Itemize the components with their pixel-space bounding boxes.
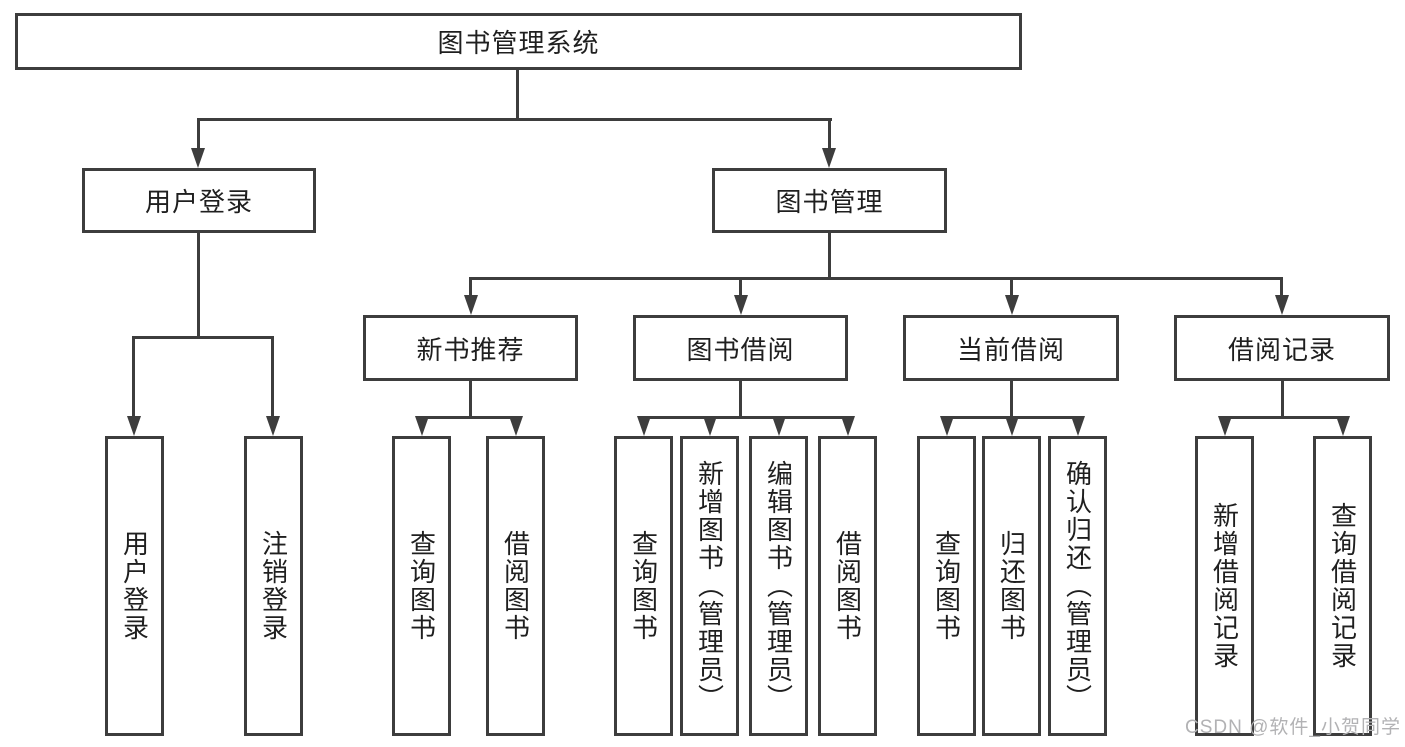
connector-bookmgmt-drop-4 <box>1280 277 1283 297</box>
leaf-borrow-borrow-books: 借阅图书 <box>818 436 877 736</box>
connector-root-rail <box>197 118 832 121</box>
leaf-borrow-query-books: 查询图书 <box>614 436 673 736</box>
connector-userlogin-drop-left <box>132 336 135 418</box>
connector-bookmgmt-stem <box>828 233 831 277</box>
leaf-borrow-query-books-label: 查询图书 <box>628 530 659 642</box>
connector-root-drop-right <box>828 118 831 150</box>
connector-userlogin-rail <box>132 336 274 339</box>
node-user-login-label: 用户登录 <box>144 187 253 217</box>
node-borrow-records: 借阅记录 <box>1174 315 1390 381</box>
leaf-logout: 注销登录 <box>244 436 303 736</box>
node-book-management-label: 图书管理 <box>775 187 884 217</box>
arrow-down-icon <box>1005 295 1019 315</box>
connector-bookmgmt-drop-3 <box>1010 277 1013 297</box>
leaf-borrow-borrow-books-label: 借阅图书 <box>832 530 863 642</box>
connector-root-stem <box>516 70 519 118</box>
node-new-book-recommend: 新书推荐 <box>363 315 578 381</box>
leaf-current-confirm-return-label: 确认归还（管理员） <box>1062 460 1093 712</box>
leaf-borrow-edit-books-label: 编辑图书（管理员） <box>763 460 794 712</box>
connector-userlogin-stem <box>197 233 200 336</box>
csdn-watermark: CSDN @软件_小贺同学 <box>1185 717 1401 738</box>
connector-records-stem <box>1281 381 1284 416</box>
leaf-user-login-label: 用户登录 <box>119 530 150 642</box>
arrow-down-icon <box>1071 416 1085 436</box>
leaf-newbook-query-books-label: 查询图书 <box>406 530 437 642</box>
node-book-borrow: 图书借阅 <box>633 315 848 381</box>
arrow-down-icon <box>841 416 855 436</box>
connector-bookborrow-rail <box>642 416 849 419</box>
leaf-borrow-edit-books: 编辑图书（管理员） <box>749 436 808 736</box>
leaf-current-query-books: 查询图书 <box>917 436 976 736</box>
arrow-down-icon <box>464 295 478 315</box>
arrow-down-icon <box>772 416 786 436</box>
arrow-down-icon <box>940 416 954 436</box>
arrow-down-icon <box>822 148 836 168</box>
arrow-down-icon <box>509 416 523 436</box>
connector-root-drop-left <box>197 118 200 150</box>
node-new-book-recommend-label: 新书推荐 <box>416 334 525 365</box>
leaf-records-query-record-label: 查询借阅记录 <box>1327 502 1358 670</box>
leaf-current-return-books-label: 归还图书 <box>996 530 1027 642</box>
arrow-down-icon <box>703 416 717 436</box>
leaf-current-return-books: 归还图书 <box>982 436 1041 736</box>
leaf-borrow-add-books: 新增图书（管理员） <box>680 436 739 736</box>
connector-currentborrow-stem <box>1010 381 1013 416</box>
node-current-borrow-label: 当前借阅 <box>956 334 1065 365</box>
leaf-records-add-record-label: 新增借阅记录 <box>1209 502 1240 670</box>
node-library-system: 图书管理系统 <box>15 13 1022 70</box>
arrow-down-icon <box>266 416 280 436</box>
arrow-down-icon <box>191 148 205 168</box>
connector-records-rail <box>1223 416 1344 419</box>
node-book-management: 图书管理 <box>712 168 947 233</box>
connector-bookborrow-stem <box>739 381 742 416</box>
leaf-records-query-record: 查询借阅记录 <box>1313 436 1372 736</box>
leaf-newbook-borrow-books-label: 借阅图书 <box>500 530 531 642</box>
connector-userlogin-drop-right <box>271 336 274 418</box>
leaf-newbook-query-books: 查询图书 <box>392 436 451 736</box>
node-library-system-label: 图书管理系统 <box>437 28 600 58</box>
node-book-borrow-label: 图书借阅 <box>686 334 795 365</box>
arrow-down-icon <box>1336 416 1350 436</box>
leaf-records-add-record: 新增借阅记录 <box>1195 436 1254 736</box>
node-borrow-records-label: 借阅记录 <box>1227 334 1336 365</box>
arrow-down-icon <box>1218 416 1232 436</box>
arrow-down-icon <box>127 416 141 436</box>
arrow-down-icon <box>734 295 748 315</box>
arrow-down-icon <box>1005 416 1019 436</box>
leaf-current-confirm-return: 确认归还（管理员） <box>1048 436 1107 736</box>
leaf-user-login: 用户登录 <box>105 436 164 736</box>
connector-bookmgmt-drop-1 <box>469 277 472 297</box>
leaf-current-query-books-label: 查询图书 <box>931 530 962 642</box>
leaf-newbook-borrow-books: 借阅图书 <box>486 436 545 736</box>
arrow-down-icon <box>415 416 429 436</box>
arrow-down-icon <box>1275 295 1289 315</box>
leaf-borrow-add-books-label: 新增图书（管理员） <box>694 460 725 712</box>
connector-newbook-rail <box>420 416 517 419</box>
arrow-down-icon <box>637 416 651 436</box>
connector-newbook-stem <box>469 381 472 416</box>
connector-bookmgmt-rail <box>469 277 1282 280</box>
leaf-logout-label: 注销登录 <box>258 530 289 642</box>
node-current-borrow: 当前借阅 <box>903 315 1119 381</box>
node-user-login: 用户登录 <box>82 168 316 233</box>
connector-bookmgmt-drop-2 <box>739 277 742 297</box>
